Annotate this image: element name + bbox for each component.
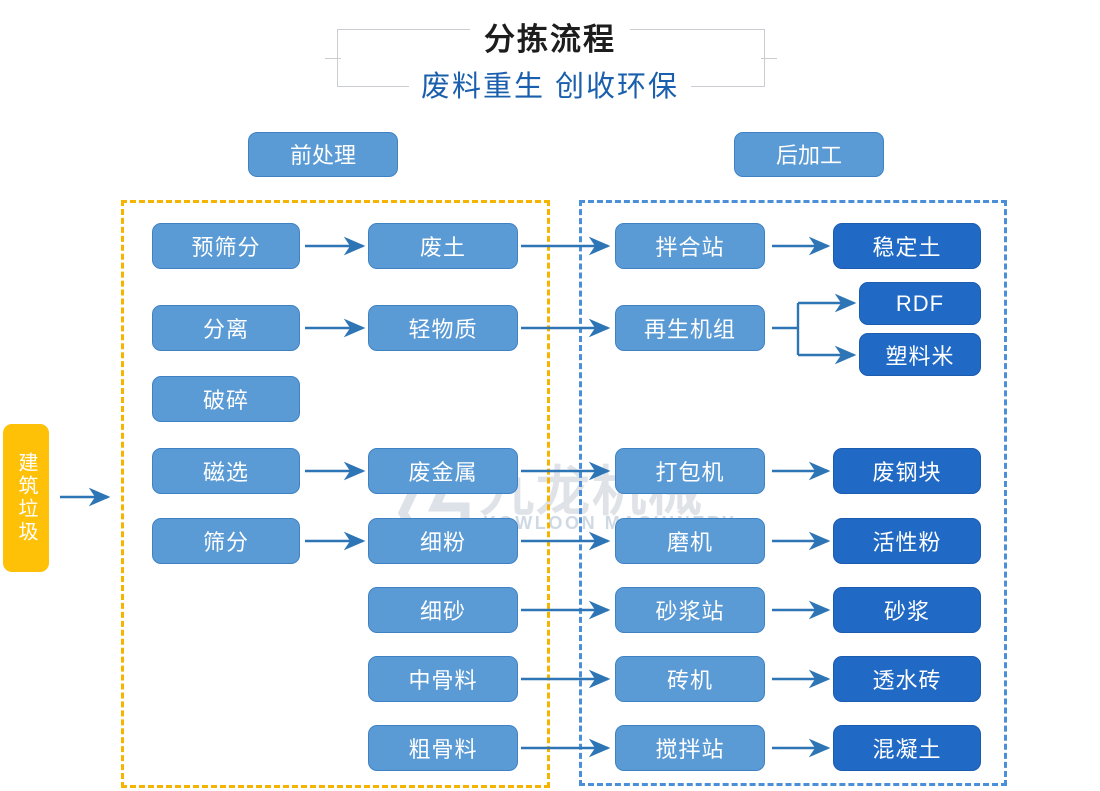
page-subtitle: 废料重生 创收环保	[0, 63, 1100, 105]
node-concrete-mixing-plant[interactable]: 搅拌站	[615, 725, 765, 771]
node-mill[interactable]: 磨机	[615, 518, 765, 564]
node-medium-aggregate[interactable]: 中骨料	[368, 656, 518, 702]
node-active-powder[interactable]: 活性粉	[833, 518, 981, 564]
node-light-material[interactable]: 轻物质	[368, 305, 518, 351]
node-mortar[interactable]: 砂浆	[833, 587, 981, 633]
node-magnetic-separation[interactable]: 磁选	[152, 448, 300, 494]
node-crushing[interactable]: 破碎	[152, 376, 300, 422]
node-coarse-aggregate[interactable]: 粗骨料	[368, 725, 518, 771]
title-frame-tick-left	[325, 58, 341, 59]
node-waste-soil[interactable]: 废土	[368, 223, 518, 269]
page-title: 分拣流程	[0, 14, 1100, 59]
node-rdf[interactable]: RDF	[859, 282, 981, 325]
node-fine-powder[interactable]: 细粉	[368, 518, 518, 564]
node-pre-screening[interactable]: 预筛分	[152, 223, 300, 269]
node-fine-sand[interactable]: 细砂	[368, 587, 518, 633]
group-container-post-processing	[579, 200, 1007, 786]
node-mixing-station[interactable]: 拌合站	[615, 223, 765, 269]
title-frame-tick-right	[761, 58, 777, 59]
node-concrete[interactable]: 混凝土	[833, 725, 981, 771]
node-recycling-unit[interactable]: 再生机组	[615, 305, 765, 351]
node-permeable-brick[interactable]: 透水砖	[833, 656, 981, 702]
section-header-post-processing[interactable]: 后加工	[734, 132, 884, 177]
input-node-label: 建筑垃圾	[15, 452, 37, 544]
node-scrap-steel[interactable]: 废钢块	[833, 448, 981, 494]
node-separation[interactable]: 分离	[152, 305, 300, 351]
node-scrap-metal[interactable]: 废金属	[368, 448, 518, 494]
node-stabilized-soil[interactable]: 稳定土	[833, 223, 981, 269]
node-screening[interactable]: 筛分	[152, 518, 300, 564]
section-header-pre-processing[interactable]: 前处理	[248, 132, 398, 177]
group-container-pre-processing	[121, 200, 550, 788]
node-mortar-station[interactable]: 砂浆站	[615, 587, 765, 633]
node-brick-machine[interactable]: 砖机	[615, 656, 765, 702]
input-node-construction-waste[interactable]: 建筑垃圾	[3, 424, 49, 572]
node-baler[interactable]: 打包机	[615, 448, 765, 494]
node-plastic-pellet[interactable]: 塑料米	[859, 333, 981, 376]
